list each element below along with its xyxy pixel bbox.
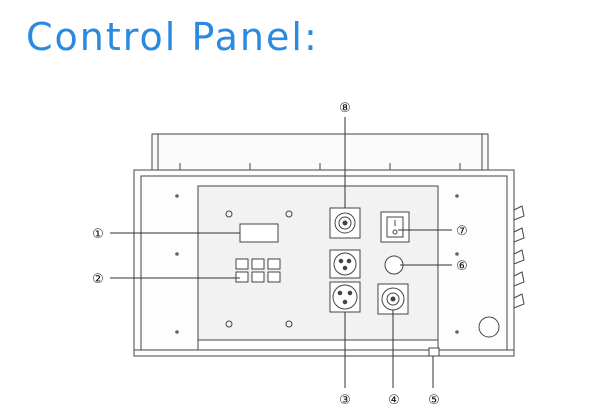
connector-top [329,207,361,239]
display-screen [239,223,279,243]
xlr-connector-upper [329,249,361,279]
cable-port [478,316,500,338]
connector-right [377,283,409,315]
callout-1: ① [92,227,104,242]
screw-holes [175,194,459,334]
top-lid [151,133,489,170]
power-switch [380,211,410,243]
leader-lines [110,117,452,388]
keypad [235,258,281,283]
callout-6: ⑥ [456,259,468,274]
callout-5: ⑤ [428,393,440,408]
callout-7: ⑦ [456,224,468,239]
callout-8: ⑧ [339,101,351,116]
page-title: Control Panel: [26,15,319,59]
side-fins [513,205,525,309]
callout-2: ② [92,272,104,287]
panel-mount-holes [225,210,293,328]
callout-3: ③ [339,393,351,408]
callout-4: ④ [388,393,400,408]
xlr-connector-lower [329,281,361,313]
ground-tab [428,347,440,357]
